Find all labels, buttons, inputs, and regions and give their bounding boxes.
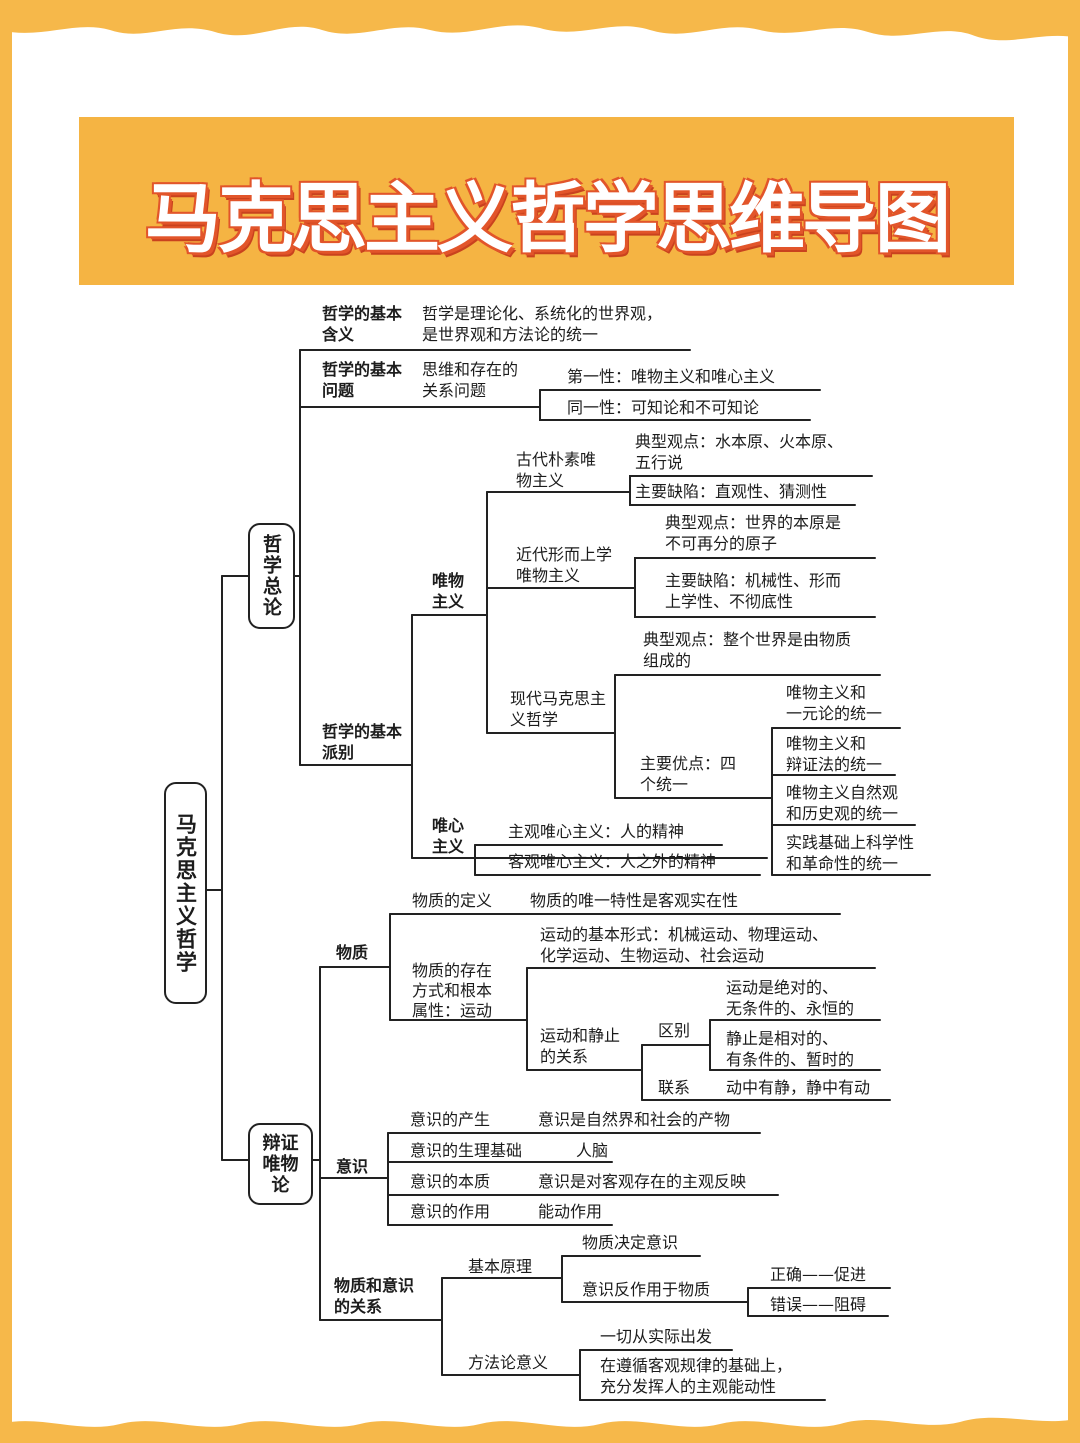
unity-3-line-1: 唯物主义自然观	[786, 783, 899, 802]
method-item-2-line-2: 充分发挥人的主观能动性	[600, 1377, 777, 1396]
branch-dialectical-materialism-label: 辩证唯物论	[262, 1132, 299, 1196]
marx-view-2: 组成的	[643, 651, 692, 670]
principle-matter: 物质决定意识	[582, 1233, 679, 1252]
motion-rest-2: 的关系	[540, 1047, 589, 1066]
branch-philosophy-general: 哲学总论	[248, 523, 295, 629]
unity-1-line-1: 唯物主义和	[786, 683, 867, 702]
title-banner: 马克思主义哲学思维导图	[79, 117, 1014, 285]
method-item-1: 一切从实际出发	[600, 1327, 713, 1346]
unity-4-line-2: 和革命性的统一	[786, 854, 899, 873]
question-label: 哲学的基本问题	[322, 360, 403, 400]
cons-essence-key: 意识的本质	[410, 1172, 491, 1191]
motion-forms-2: 化学运动、生物运动、社会运动	[540, 946, 765, 965]
idealism-objective: 客观唯心主义：人之外的精神	[508, 852, 717, 871]
def-text-2: 是世界观和方法论的统一	[422, 325, 599, 344]
ancient-view-1: 典型观点：水本原、火本原、	[635, 432, 844, 451]
matter-label: 物质	[336, 943, 369, 962]
method-label: 方法论意义	[468, 1353, 549, 1372]
question-item-identity: 同一性：可知论和不可知论	[567, 398, 760, 417]
mc-label-2: 的关系	[334, 1297, 383, 1316]
unity-2-line-2: 辩证法的统一	[786, 755, 883, 774]
matter-def: 物质的唯一特性是客观实在性	[530, 891, 739, 910]
question-sub: 思维和存在的关系问题	[422, 360, 519, 400]
modern-flaw-1: 主要缺陷：机械性、形而	[665, 571, 842, 590]
modern-label: 近代形而上学唯物主义	[516, 545, 613, 585]
cons-essence-value: 意识是对客观存在的主观反映	[538, 1172, 747, 1191]
unity-1-line-2: 一元论的统一	[786, 704, 883, 723]
ancient-label: 古代朴素唯物主义	[516, 450, 597, 490]
matter-exist-1: 物质的存在	[412, 961, 493, 980]
modern-flaw-2: 上学性、不彻底性	[665, 592, 794, 611]
matter-exist-3: 属性：运动	[412, 1001, 493, 1020]
difference-label: 区别	[658, 1021, 691, 1040]
idealism-subjective: 主观唯心主义：人的精神	[508, 822, 685, 841]
matter-def-label: 物质的定义	[412, 891, 493, 910]
root-node: 马克思主义哲学	[164, 782, 207, 1004]
branch-dialectical-materialism: 辩证唯物论	[248, 1123, 313, 1205]
consciousness-label: 意识	[336, 1157, 369, 1176]
idealism-label: 唯心主义	[432, 816, 465, 856]
cons-basis-value: 人脑	[576, 1141, 609, 1160]
question-item-primacy: 第一性：唯物主义和唯心主义	[567, 367, 776, 386]
react-correct: 正确——促进	[770, 1265, 867, 1284]
modern-view-1: 典型观点：世界的本原是	[665, 513, 842, 532]
cons-origin-key: 意识的产生	[410, 1110, 491, 1129]
motion-forms-1: 运动的基本形式：机械运动、物理运动、	[540, 925, 829, 944]
marx-label: 现代马克思主义哲学	[510, 689, 607, 729]
marx-view-1: 典型观点：整个世界是由物质	[643, 630, 852, 649]
cons-role-value: 能动作用	[538, 1202, 603, 1221]
principle-consciousness: 意识反作用于物质	[582, 1280, 711, 1299]
matter-exist-2: 方式和根本	[412, 981, 493, 1000]
def-text-1: 哲学是理论化、系统化的世界观，	[422, 304, 663, 323]
mc-label-1: 物质和意识	[334, 1276, 415, 1295]
def-label: 哲学的基本含义	[322, 304, 403, 344]
unity-2-line-1: 唯物主义和	[786, 734, 867, 753]
diff-motion-2: 无条件的、永恒的	[726, 999, 855, 1018]
link-label: 联系	[658, 1078, 691, 1097]
ancient-view-2: 五行说	[635, 453, 684, 472]
diff-motion-1: 运动是绝对的、	[726, 978, 839, 997]
modern-view-2: 不可再分的原子	[665, 534, 778, 553]
page-title: 马克思主义哲学思维导图	[145, 174, 951, 263]
unity-3-line-2: 和历史观的统一	[786, 804, 899, 823]
cons-origin-value: 意识是自然界和社会的产物	[538, 1110, 731, 1129]
motion-rest-1: 运动和静止	[540, 1026, 621, 1045]
materialism-label: 唯物主义	[432, 571, 465, 611]
cons-basis-key: 意识的生理基础	[410, 1141, 523, 1160]
method-item-2-line-1: 在遵循客观规律的基础上，	[600, 1356, 793, 1375]
unity-4-line-1: 实践基础上科学性	[786, 833, 915, 852]
marx-advantage: 主要优点：四个统一	[640, 754, 737, 794]
diff-rest-1: 静止是相对的、	[726, 1029, 839, 1048]
react-wrong: 错误——阻碍	[770, 1295, 867, 1314]
ancient-flaw: 主要缺陷：直观性、猜测性	[635, 482, 828, 501]
diff-rest-2: 有条件的、暂时的	[726, 1050, 855, 1069]
principle-label: 基本原理	[468, 1257, 533, 1276]
link-text: 动中有静，静中有动	[726, 1078, 871, 1097]
schools-label: 哲学的基本派别	[322, 722, 403, 762]
cons-role-key: 意识的作用	[410, 1202, 491, 1221]
